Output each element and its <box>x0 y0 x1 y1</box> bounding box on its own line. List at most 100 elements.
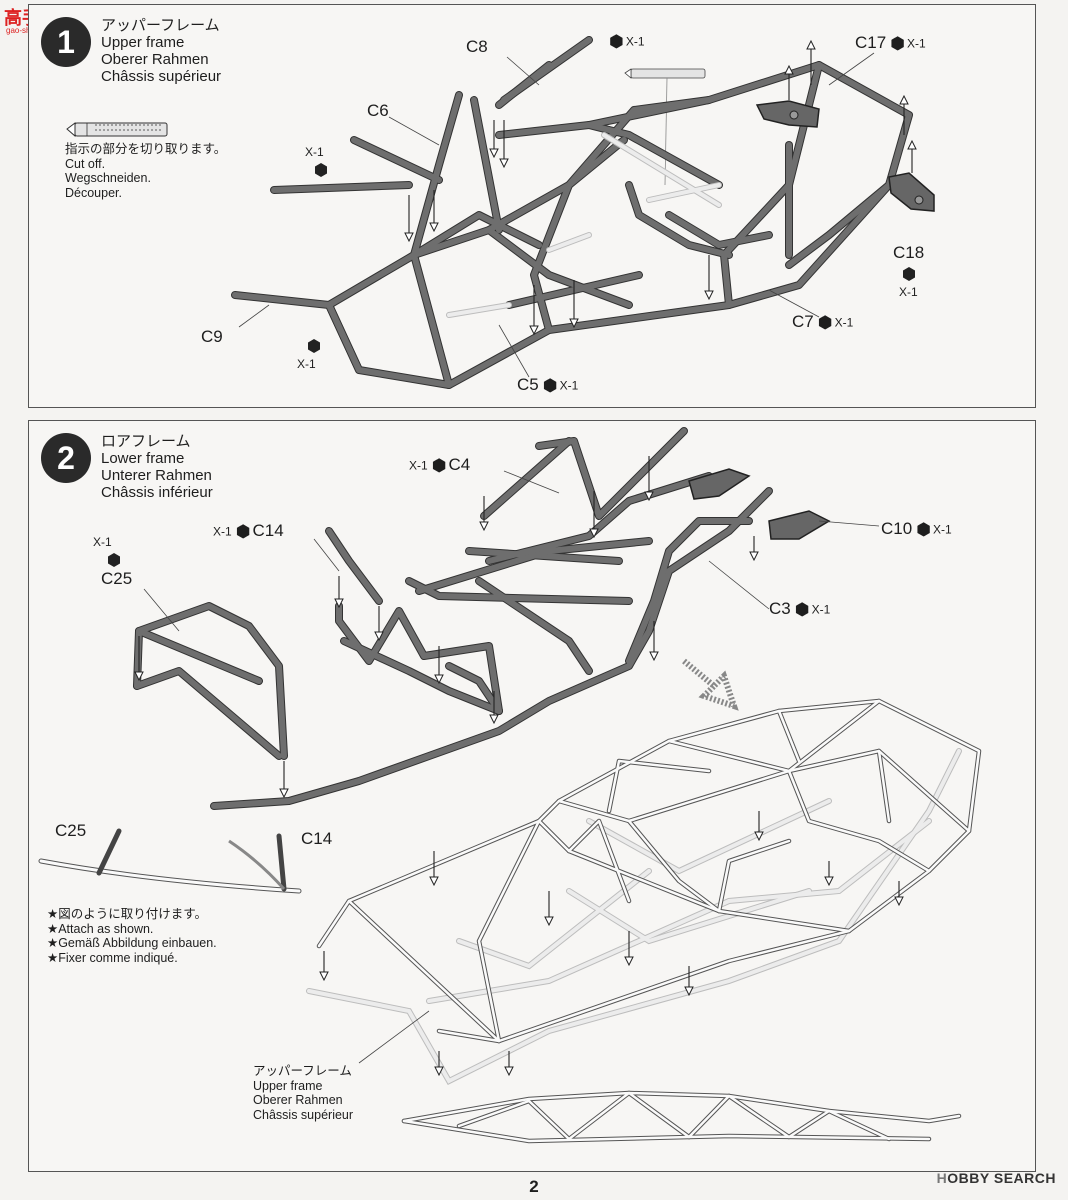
attach-note-de: ★Gemäß Abbildung einbauen. <box>47 936 217 950</box>
bracket-c10 <box>688 468 831 540</box>
x1-text: X-1 <box>834 315 854 330</box>
upper-frame-tubes <box>232 37 912 388</box>
x1-label-c9: X-1 <box>297 357 316 371</box>
step-1-drawing <box>66 36 935 389</box>
inset-label-c25: C25 <box>55 821 87 840</box>
part-x1-c8: ⬢X-1 <box>605 31 645 52</box>
x1-label-left: X-1 <box>305 145 324 159</box>
step-2-title: ロアフレーム Lower frame Unterer Rahmen Châssi… <box>101 433 213 501</box>
part-c4-text: C4 <box>448 455 471 474</box>
part-label-c25: C25 <box>101 569 132 589</box>
step-1-number: 1 <box>41 17 91 67</box>
cut-off-note-de: Wegschneiden. <box>65 171 151 185</box>
step-2-title-fr: Châssis inférieur <box>101 484 213 501</box>
part-c3-text: C3 <box>769 599 791 618</box>
step-2-panel: 2 ロアフレーム Lower frame Unterer Rahmen Châs… <box>28 420 1036 1172</box>
assembled-lower-frame-ghost-fill <box>307 749 961 1084</box>
step-2-title-de: Unterer Rahmen <box>101 467 212 484</box>
hex-icon: ⬢ <box>794 599 810 619</box>
upper-frame-callout-jp: アッパーフレーム <box>253 1064 352 1078</box>
upper-frame-callout-de: Oberer Rahmen <box>253 1093 343 1107</box>
attach-inset-drawing <box>38 828 302 894</box>
part-label-c4: X-1⬢C4 <box>409 455 470 476</box>
upper-frame-callout-en: Upper frame <box>253 1078 323 1093</box>
brand-h: H <box>936 1170 948 1186</box>
x1-hex-marker-c25 <box>108 553 120 567</box>
part-label-c7: C7⬢X-1 <box>792 312 853 333</box>
part-c7-text: C7 <box>792 312 814 331</box>
part-c5-text: C5 <box>517 375 539 394</box>
hex-icon: ⬢ <box>235 521 251 541</box>
hobby-knife-icon <box>66 122 168 138</box>
inset-label-c14: C14 <box>301 829 333 848</box>
x1-label-c18: X-1 <box>899 285 918 299</box>
step-1-panel: 1 アッパーフレーム Upper frame Oberer Rahmen Châ… <box>28 4 1036 408</box>
part-label-c9: C9 <box>201 327 223 347</box>
hex-icon: ⬢ <box>609 31 624 51</box>
assembled-lower-frame-ghost <box>306 748 962 1085</box>
x1-hex-marker <box>308 163 915 353</box>
hex-icon: ⬢ <box>890 33 906 53</box>
part-c17-text: C17 <box>855 33 887 52</box>
part-label-c18: C18 <box>893 243 924 263</box>
step-2-number: 2 <box>41 433 91 483</box>
assembled-upper-frame-fill <box>317 699 981 1043</box>
hex-icon: ⬢ <box>916 519 932 539</box>
part-c18-text: C18 <box>893 243 925 262</box>
attach-note-fr: ★Fixer comme indiqué. <box>47 950 178 965</box>
x1-text: X-1 <box>933 522 952 537</box>
part-label-c3: C3⬢X-1 <box>769 599 830 620</box>
cut-off-note-jp: 指示の部分を切り取ります。 <box>65 142 227 156</box>
upper-frame-callout-fr: Châssis supérieur <box>253 1107 354 1122</box>
bracket-c17 <box>755 100 820 128</box>
upper-frame-side-view-fill <box>402 1091 961 1143</box>
assembly-arrows-step2 <box>134 456 759 799</box>
step-2-drawing <box>38 427 982 1144</box>
part-label-c6: C6 <box>367 101 389 121</box>
attach-note-jp: ★図のように取り付けます。 <box>47 907 207 921</box>
part-label-c8: C8 <box>466 37 488 57</box>
step-1-title-en: Upper frame <box>101 34 185 51</box>
cut-off-note-en: Cut off. <box>65 156 106 171</box>
hex-icon: ⬢ <box>542 375 558 395</box>
x1-text: X-1 <box>409 458 428 473</box>
x1-text: X-1 <box>559 378 579 393</box>
down-right-arrow-icon <box>682 658 739 711</box>
part-c8-text: C8 <box>466 37 488 56</box>
lower-frame-parts <box>134 428 772 809</box>
step-1-title-fr: Châssis supérieur <box>101 68 222 85</box>
x1-text: X-1 <box>811 602 831 617</box>
part-label-c10: C10⬢X-1 <box>881 519 952 540</box>
part-label-c14: X-1⬢C14 <box>213 521 284 542</box>
brand-text: OBBY SEARCH <box>947 1170 1056 1186</box>
cut-off-note-fr: Découper. <box>65 185 122 200</box>
hex-icon: ⬢ <box>431 455 447 475</box>
x1-text: X-1 <box>907 36 926 51</box>
hobby-knife-icon-small <box>624 68 706 186</box>
page-number: 2 <box>529 1177 539 1196</box>
part-label-c5: C5⬢X-1 <box>517 375 578 396</box>
step-1-title: アッパーフレーム Upper frame Oberer Rahmen Châss… <box>101 17 221 85</box>
bracket-c18 <box>888 172 935 212</box>
assembly-arrows <box>404 39 917 336</box>
hex-icon: ⬢ <box>817 312 833 332</box>
step-2-title-jp: ロアフレーム <box>101 433 191 450</box>
part-c25-text: C25 <box>101 569 133 588</box>
upper-frame-callout: アッパーフレーム Upper frame Oberer Rahmen Châss… <box>253 1064 353 1122</box>
part-c14-text: C14 <box>252 521 284 540</box>
part-c10-text: C10 <box>881 519 913 538</box>
step-2-title-en: Lower frame <box>101 450 185 467</box>
cut-off-note: 指示の部分を切り取ります。 Cut off. Wegschneiden. Déc… <box>65 142 226 200</box>
attach-note: ★図のように取り付けます。 ★Attach as shown. ★Gemäß A… <box>47 907 217 965</box>
brand-watermark: HOBBY SEARCH <box>937 1170 1056 1186</box>
attach-note-en: ★Attach as shown. <box>47 921 154 936</box>
cut-off-section-fill <box>447 133 721 317</box>
part-c9-text: C9 <box>201 327 223 346</box>
step-1-title-de: Oberer Rahmen <box>101 51 209 68</box>
x1-label-c25: X-1 <box>93 535 112 549</box>
part-c6-text: C6 <box>367 101 389 120</box>
part-label-c17: C17⬢X-1 <box>855 33 926 54</box>
assembled-arrows <box>319 811 904 1077</box>
x1-text: X-1 <box>213 524 232 539</box>
upper-frame-outline <box>231 36 913 389</box>
